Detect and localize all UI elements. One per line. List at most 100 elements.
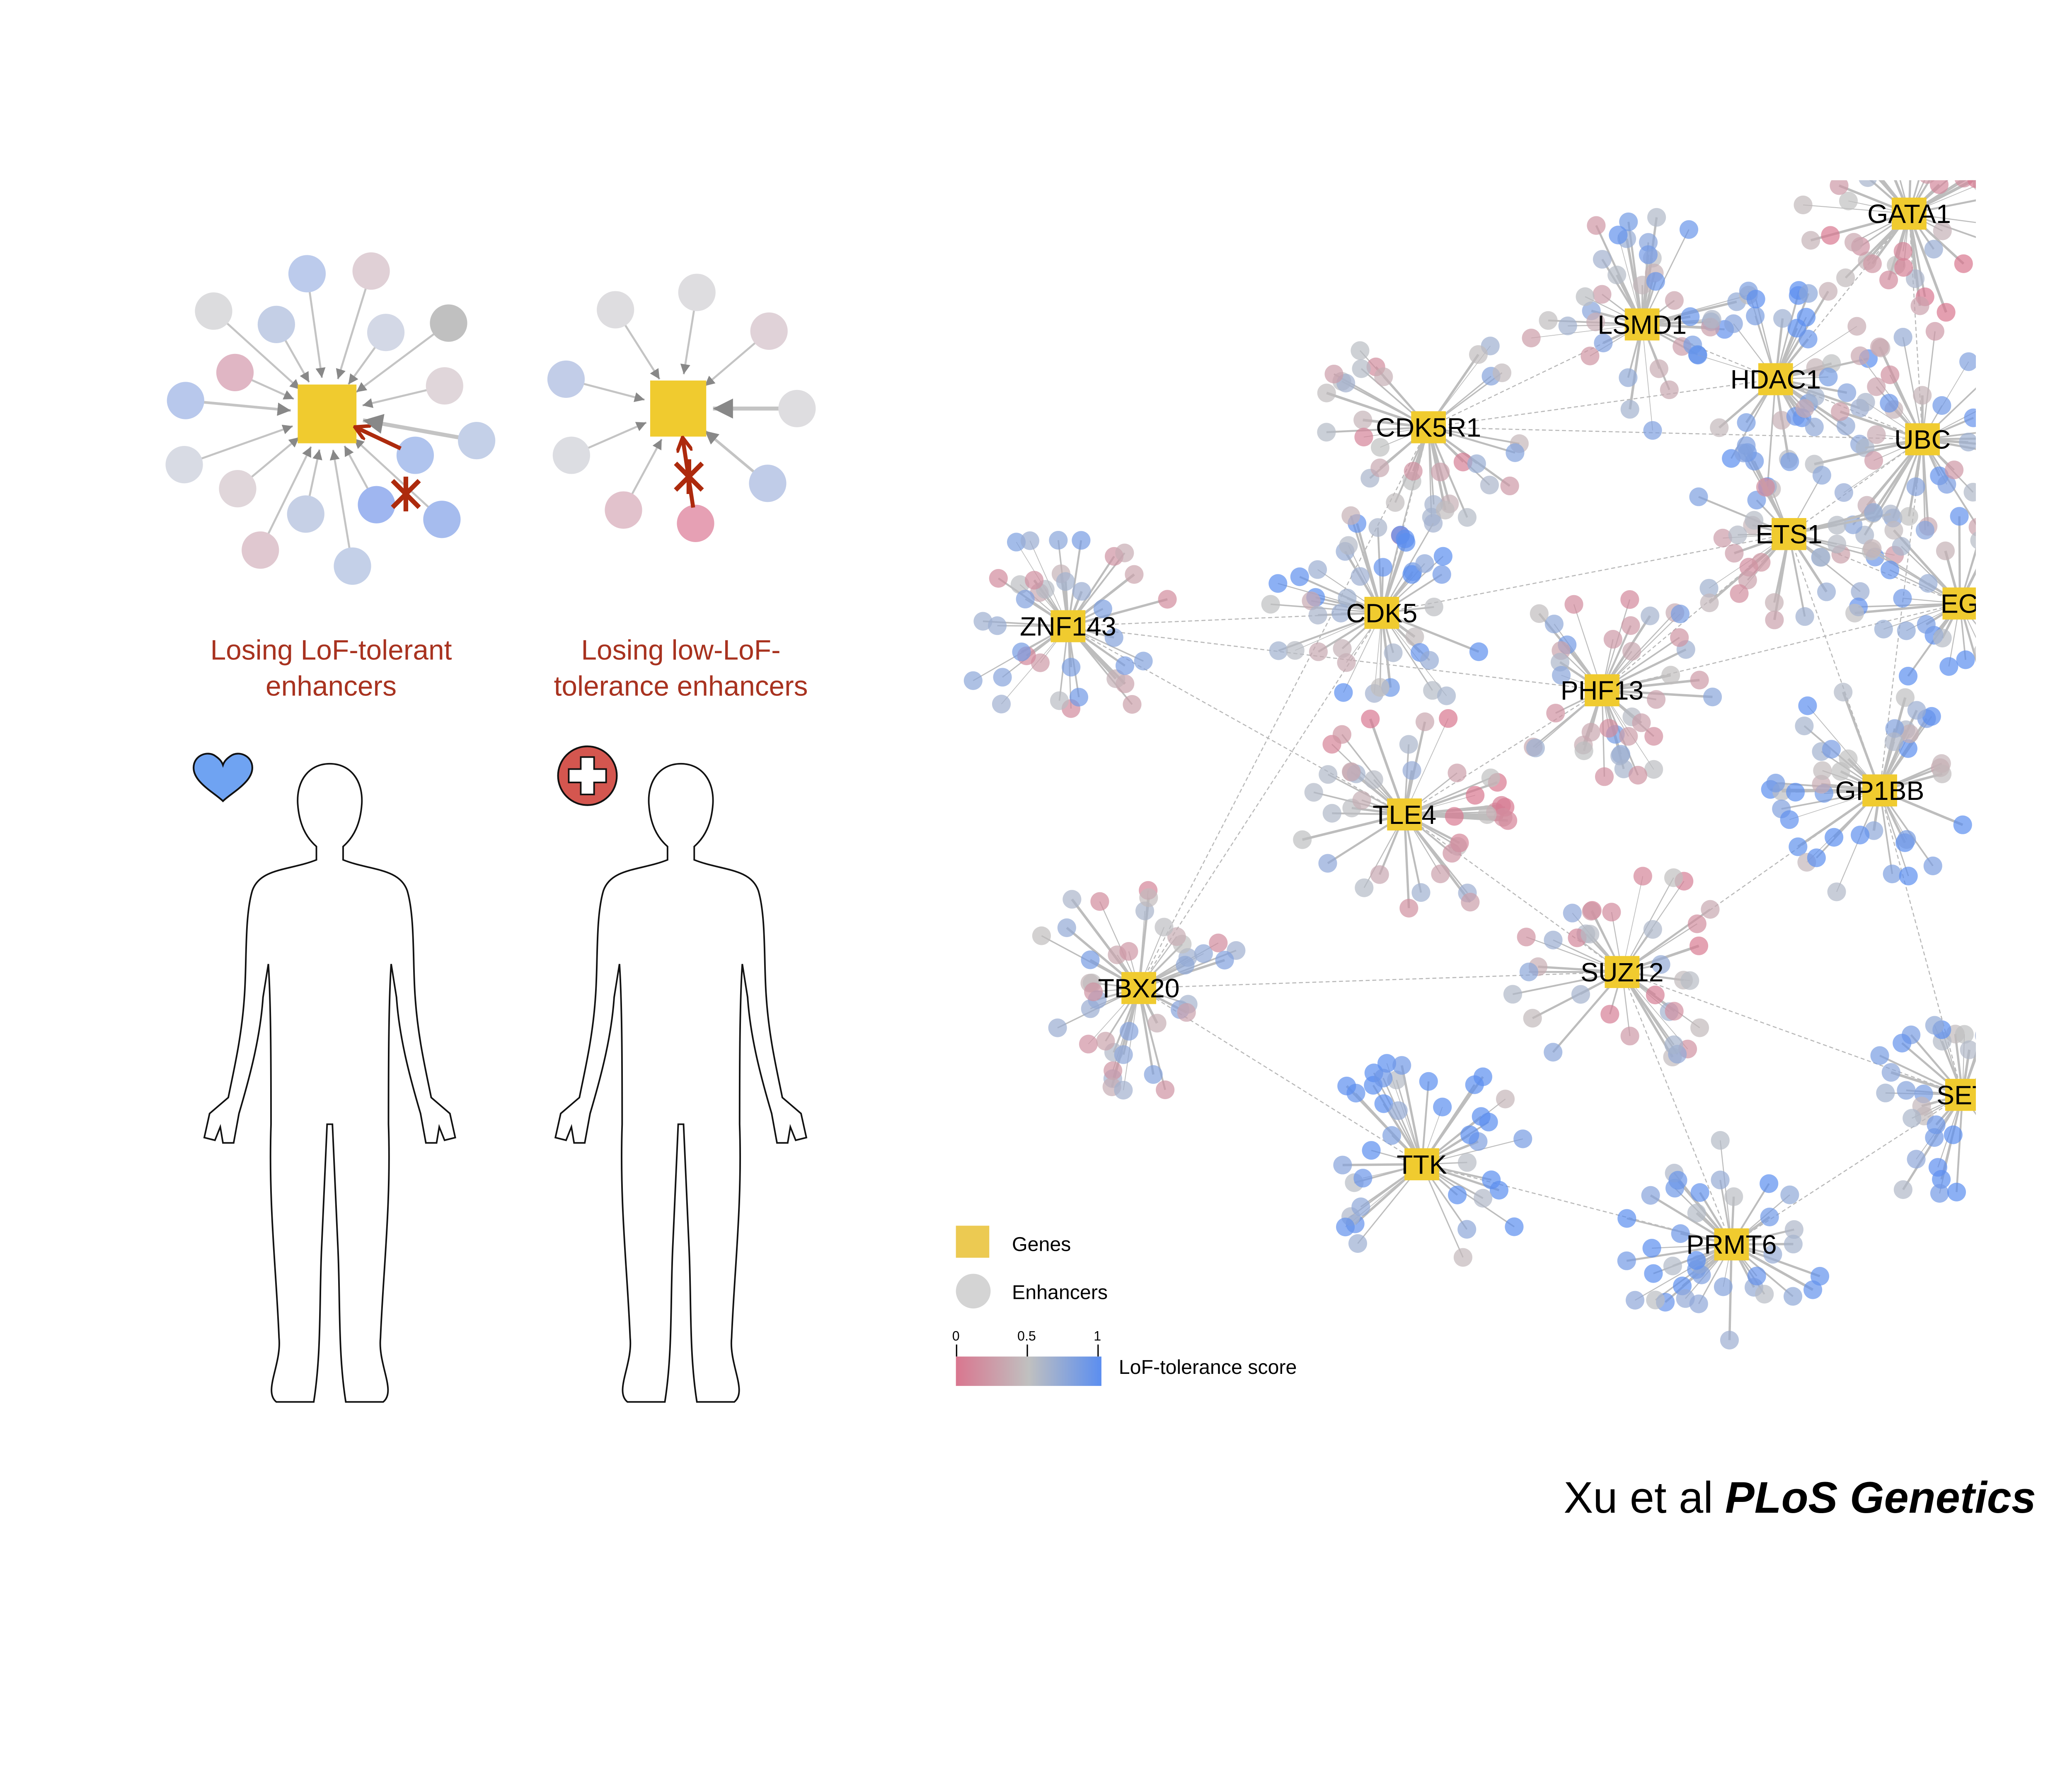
enhancer-node: [352, 252, 390, 290]
enhancer-node: [1361, 710, 1380, 729]
enhancer-node: [1269, 641, 1288, 660]
enhancer-node: [1619, 368, 1638, 387]
enhancer-node: [1664, 1035, 1683, 1054]
enhancer-node: [1399, 735, 1418, 754]
enhancer-node: [1692, 1265, 1711, 1284]
enhancer-node: [1784, 1220, 1803, 1239]
enhancer-node: [1956, 650, 1975, 669]
enhancer-node: [1457, 1220, 1477, 1239]
enhancer-node: [1928, 105, 1947, 124]
enhancer-node: [1928, 1158, 1947, 1177]
enhancer-node: [1119, 942, 1138, 961]
enhancer-node: [1457, 508, 1477, 527]
gene-node: [1387, 798, 1422, 831]
citation-journal: PLoS Genetics: [1725, 1473, 2036, 1522]
enhancer-node: [1354, 428, 1373, 447]
enhancer-node: [1333, 639, 1352, 658]
enhancer-node: [1801, 231, 1820, 250]
enhancer-node: [1795, 717, 1814, 736]
enhancer-node: [1689, 936, 1709, 955]
enhancer-node: [1998, 420, 2017, 438]
enhancer-node: [1991, 436, 2009, 455]
enhancer-node: [1978, 189, 1997, 207]
enhancer-node: [1433, 547, 1452, 566]
enhancer-node: [1090, 892, 1109, 911]
gene-node: [1942, 587, 1976, 620]
enhancer-node: [1139, 888, 1158, 907]
enhancer-node: [1506, 443, 1525, 462]
enhancer-node: [1822, 740, 1841, 759]
gene-node: [650, 380, 707, 437]
enhancer-node: [1420, 651, 1439, 670]
enhancer-node: [1690, 1018, 1709, 1037]
enhancer-node: [1374, 1094, 1393, 1113]
schematic-low-lof-tolerance: [547, 274, 816, 542]
enhancer-node: [1115, 656, 1135, 675]
enhancer-node: [1688, 346, 1707, 365]
enhancer-node: [1424, 598, 1443, 617]
enhancer-node: [1370, 678, 1389, 697]
enhancer-node: [1986, 158, 2005, 177]
enhancer-node: [1783, 1287, 1803, 1306]
enhancer-node: [1072, 531, 1091, 550]
enhancer-node: [1836, 268, 1855, 287]
enhancer-node: [1813, 761, 1832, 780]
enhancer-node: [1620, 400, 1639, 419]
enhancer-node: [1681, 307, 1700, 326]
enhancer-node: [1661, 666, 1680, 685]
broken-link-cross-icon: [674, 459, 704, 494]
enhancer-node: [1496, 1090, 1515, 1109]
gene-label: HDAC1: [1731, 365, 1821, 395]
enhancer-node: [1445, 807, 1464, 826]
enhancer-node: [1893, 1180, 1912, 1199]
enhancer-node: [1864, 451, 1883, 470]
gene-node: [1605, 956, 1640, 988]
enhancer-node: [1093, 599, 1112, 618]
enhancer-node: [1845, 603, 1864, 622]
enhancer-node: [1643, 421, 1662, 440]
enhancer-node: [1424, 513, 1443, 533]
enhancer-node: [1979, 135, 1997, 153]
enhancer-node: [1973, 646, 1976, 659]
gene-gene-link: [1788, 534, 1881, 791]
enhancer-node: [1933, 221, 1952, 240]
enhancer-node: [1443, 844, 1462, 863]
enhancer-node: [677, 504, 714, 542]
gene-cluster-gp1bb: GP1BB: [1761, 683, 1972, 901]
enhancer-node: [1710, 418, 1729, 437]
enhancer-node: [963, 671, 983, 690]
enhancer-node: [1839, 191, 1858, 211]
enhancer-node: [605, 491, 642, 529]
enhancer-node: [1318, 854, 1337, 873]
enhancer-node: [1954, 254, 1973, 273]
enhancer-node: [1880, 394, 1899, 413]
enhancer-node: [1619, 727, 1638, 746]
enhancer-node: [1104, 628, 1123, 647]
enhancer-node: [1780, 452, 1799, 471]
enhancer-node: [1646, 272, 1665, 291]
enhancer-node: [1261, 595, 1280, 614]
enhancer-node: [257, 305, 295, 343]
enhancer-node: [1620, 590, 1639, 609]
gene-gene-link: [1382, 533, 1789, 614]
regulation-edge: [1922, 331, 1936, 440]
enhancer-node: [1176, 956, 1195, 975]
enhancer-node: [1867, 425, 1886, 444]
enhancer-node: [2012, 439, 2031, 458]
enhancer-node: [287, 495, 324, 533]
regulation-edge: [1271, 603, 1382, 614]
enhancer-node: [1447, 763, 1467, 782]
enhancer-node: [1353, 1169, 1372, 1188]
enhancer-node: [1402, 761, 1421, 780]
enhancer-node: [1724, 1187, 1743, 1206]
enhancer-node: [1492, 363, 1512, 383]
enhancer-node: [1746, 306, 1765, 326]
enhancer-node: [1332, 725, 1351, 744]
enhancer-node: [1850, 141, 1869, 160]
enhancer-node: [1353, 410, 1372, 429]
enhancer-node: [1391, 526, 1410, 545]
enhancer-node: [1382, 1126, 1402, 1145]
regulation-edge: [213, 310, 301, 390]
enhancer-node: [1546, 704, 1565, 723]
enhancer-node: [1194, 944, 1213, 963]
